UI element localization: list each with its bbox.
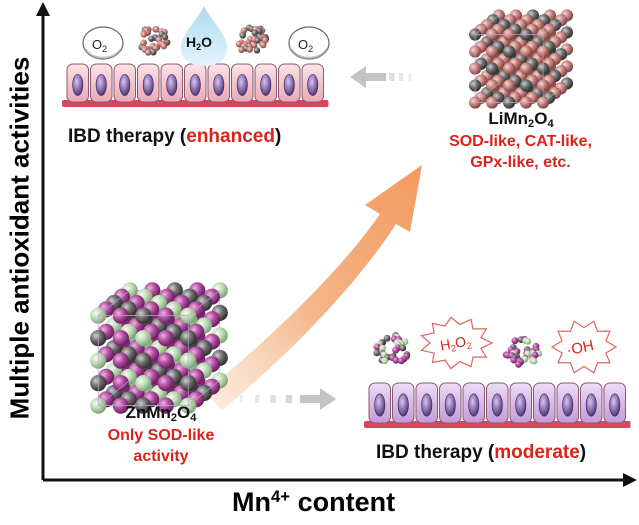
y-axis — [36, 2, 50, 480]
znmn2o4-crystal — [90, 282, 228, 414]
o2-bubble-right — [288, 26, 330, 60]
nanoparticle-top-right — [235, 24, 270, 54]
h2o2-label: H2O2 — [439, 332, 473, 355]
cell-layer-top — [62, 63, 329, 107]
dashed-arrow-bottom — [240, 388, 336, 410]
nanoparticle-bottom-left — [372, 332, 411, 365]
o2-label-right: O2 — [298, 37, 313, 54]
water-drop — [181, 6, 227, 66]
nanoparticle-bottom-right — [502, 335, 543, 368]
therapy-label-bottom: IBD therapy (moderate) — [376, 442, 587, 463]
o2-label-left: O2 — [92, 37, 107, 54]
dashed-arrow-top — [350, 66, 412, 88]
o2-bubble-left — [82, 26, 124, 60]
h2o2-burst — [420, 316, 494, 370]
znmn2o4-name: ZnMn2O4 — [125, 403, 197, 424]
x-axis-label: Mn4+ content — [232, 487, 396, 518]
limn2o4-crystal — [468, 9, 574, 109]
therapy-label-top: IBD therapy (enhanced) — [68, 126, 282, 147]
cell-layer-bottom — [364, 382, 631, 428]
x-axis — [43, 473, 637, 487]
oh-burst — [550, 320, 618, 374]
limn2o4-activities: SOD-like, CAT-like,GPx-like, etc. — [449, 133, 592, 171]
limn2o4-name: LiMn2O4 — [488, 109, 554, 130]
h2o-label: H2O — [186, 34, 212, 52]
nanoparticle-top-left — [138, 26, 171, 56]
oh-label: ·OH — [565, 337, 595, 359]
enhancement-arrow — [205, 165, 422, 410]
